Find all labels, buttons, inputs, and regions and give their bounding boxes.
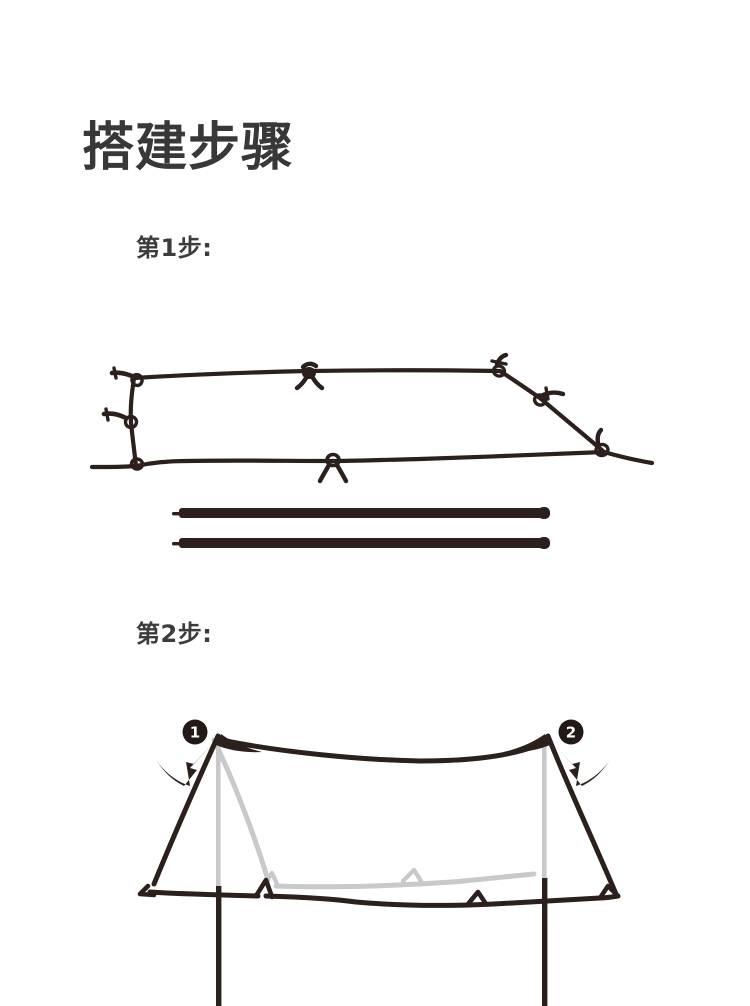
callout-2-arrow [549,740,610,786]
callout-2: 2 [549,719,610,786]
pole-right [542,878,548,1006]
pole-shaft-upper-left [216,742,221,910]
tarp-and-poles-figure [0,330,750,580]
tarp-loop-bottom-middle [317,452,349,484]
tarp-loop-top-middle [294,361,325,391]
step-2-label: 第2步: [136,620,213,648]
pitched-tarp-figure: 1 2 [0,690,750,1006]
tarp-loop-top-right [490,352,509,378]
tarp-sheet-outline [89,368,655,470]
pitched-tarp-outline [137,733,621,908]
pole-left [216,886,222,1006]
pole-lower [172,537,550,549]
tarp-loop-bottom-right [594,427,610,458]
page-title: 搭建步骤 [82,118,295,178]
pole-upper [172,507,550,519]
callout-1: 1 [156,719,216,786]
tarp-back-edge [211,737,537,890]
tarp-loop-right-middle [532,386,566,407]
callout-2-number: 2 [566,724,576,742]
pole-shaft-upper-right [542,742,547,894]
callout-1-number: 1 [190,724,200,742]
tarp-loop-bottom-left [129,457,145,471]
tarp-loop-top-left [109,366,144,388]
step-1-label: 第1步: [136,234,213,262]
callout-2-badge [558,719,584,745]
tarp-loop-left-middle [101,407,139,430]
callout-1-badge [182,719,208,745]
